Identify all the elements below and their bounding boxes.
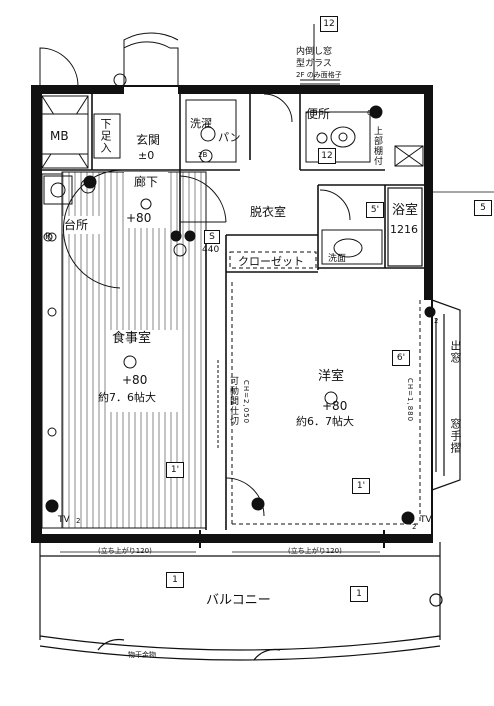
toilet (305, 111, 371, 163)
corridor-label-box (124, 172, 168, 228)
label-bay-window: 出窓 (449, 340, 462, 364)
label-movable-partition: 可動間仕切 (228, 376, 238, 426)
tag-1-balcony-left: 1 (166, 572, 184, 588)
label-dining-level: +80 (122, 373, 148, 387)
label-closet: クローゼット (238, 255, 304, 268)
label-entrance-level: ±0 (138, 149, 155, 162)
washing-machine-pan (185, 99, 237, 163)
closet-outline (229, 251, 421, 525)
label-pan: パン (218, 131, 241, 144)
tag-6-room: 6' (392, 350, 410, 366)
label-num6: 6 (367, 109, 372, 117)
label-upper-shelf: 上部棚付 (372, 126, 382, 166)
label-tachiagari-right: (立ち上がり120) (288, 547, 342, 555)
balcony (39, 530, 443, 661)
label-drying-hardware: 物干金物 (128, 651, 156, 659)
tag-1-dining: 1' (166, 462, 184, 478)
socket-s-box: S (204, 230, 220, 244)
label-r-mark: R (45, 232, 52, 242)
door-swings (62, 93, 351, 517)
tag-12-toilet: 12 (318, 148, 336, 164)
label-pan-tag: 2B (198, 151, 208, 159)
label-kitchen: 台所 (64, 218, 89, 232)
kitchen-counter (41, 173, 63, 529)
bay-window (431, 299, 461, 491)
label-dining-area: 約7．6帖大 (98, 391, 156, 404)
label-shoe-cabinet: 下足入 (99, 118, 112, 154)
label-num2-c: 2 (434, 317, 439, 325)
label-western-room: 洋室 (318, 369, 345, 384)
label-corridor: 廊下 (134, 175, 159, 189)
label-entrance: 玄関 (136, 133, 161, 147)
outlet-symbols (43, 73, 436, 525)
label-tv-left: TV (58, 515, 70, 525)
kitchen-label-box (60, 216, 102, 234)
tag-5-right: 5 (474, 200, 492, 216)
window-note-line2: 型ガラス (296, 59, 332, 69)
label-tachiagari-left: (立ち上がり120) (98, 547, 152, 555)
label-num2-a: 2 (76, 517, 81, 525)
shoe-box (93, 113, 121, 159)
tag-1-room: 1' (352, 478, 370, 494)
label-window-handrail: 窓手摺 (449, 418, 462, 454)
label-laundry: 洗濯 (190, 117, 212, 130)
tag-1-balcony-right: 1 (350, 586, 368, 602)
label-washbasin: 洗面 (328, 254, 347, 264)
dining-room-label-box (106, 330, 180, 412)
window-note-line1: 内倒し窓 (296, 47, 333, 57)
meter-box (41, 95, 89, 169)
label-dining-room: 食事室 (112, 331, 152, 346)
label-balcony: バルコニー (206, 593, 271, 608)
bathtub (387, 187, 423, 267)
washbasin (321, 229, 383, 265)
window-note-line3: 2F のみ面格子 (296, 71, 342, 79)
label-bathroom: 浴室 (392, 203, 419, 218)
tag-12-top: 12 (320, 16, 338, 32)
label-ceiling-left: CH=2,050 (242, 380, 250, 425)
entrance-door-swing (39, 32, 179, 87)
label-bathroom-size: 1216 (390, 223, 418, 236)
label-corridor-level: +80 (126, 211, 152, 225)
label-socket-440: 440 (202, 245, 220, 255)
label-tv-right: TV (420, 515, 432, 525)
label-meter-box: MB (50, 129, 69, 143)
wall-fill (32, 86, 432, 542)
window-grille (394, 145, 424, 167)
label-num2-b: 2 (412, 523, 417, 531)
label-western-area: 約6．7帖大 (296, 415, 354, 428)
label-dressing-room: 脱衣室 (250, 205, 287, 219)
tag-5-bath: 5' (366, 202, 384, 218)
label-western-level: +80 (322, 399, 348, 413)
label-toilet: 便所 (306, 107, 331, 121)
label-ceiling-right: CH=1,880 (406, 378, 414, 423)
top-window-marker (300, 24, 340, 85)
